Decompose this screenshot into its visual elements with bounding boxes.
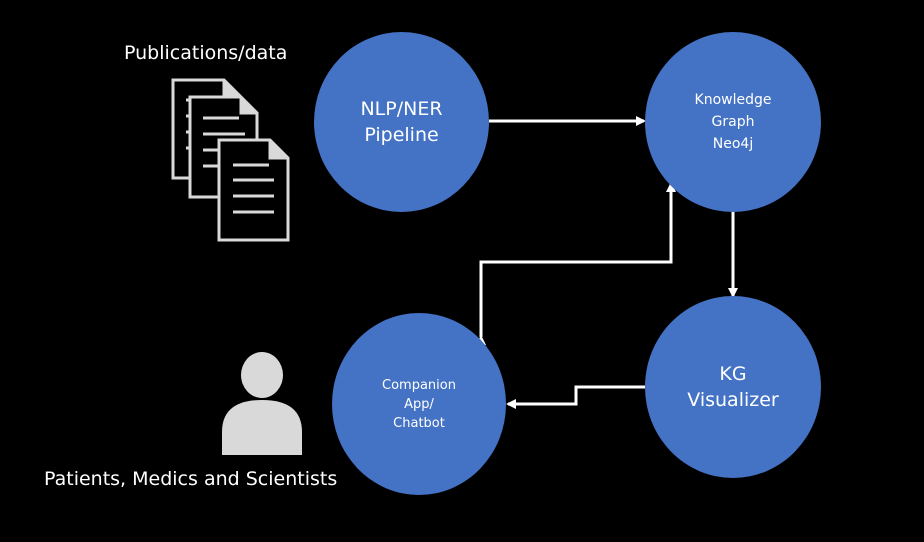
node-label-line: Graph <box>711 114 755 130</box>
companion-app-node: Companion App/ Chatbot <box>332 313 506 495</box>
knowledge-graph-node: Knowledge Graph Neo4j <box>645 32 821 212</box>
arrow-visualizer-to-app <box>506 385 645 409</box>
document-stack-icon <box>171 78 290 242</box>
node-label-line: NLP/NER <box>360 98 443 120</box>
node-label-line: Neo4j <box>712 136 754 152</box>
nlp-ner-pipeline-node: NLP/NER Pipeline <box>314 32 489 212</box>
users-caption: Patients, Medics and Scientists <box>44 468 338 490</box>
person-icon <box>222 352 302 455</box>
node-label-line: Knowledge <box>694 92 772 108</box>
arrow-app-to-kg <box>476 182 676 345</box>
publications-caption: Publications/data <box>124 42 288 64</box>
node-label-line: KG <box>719 363 747 385</box>
node-label-line: Chatbot <box>393 415 445 431</box>
node-label-line: Visualizer <box>687 389 779 411</box>
node-label-line: Pipeline <box>364 124 439 146</box>
node-label-line: App/ <box>404 396 434 412</box>
node-label-line: Companion <box>382 377 456 393</box>
kg-visualizer-node: KG Visualizer <box>645 296 821 478</box>
